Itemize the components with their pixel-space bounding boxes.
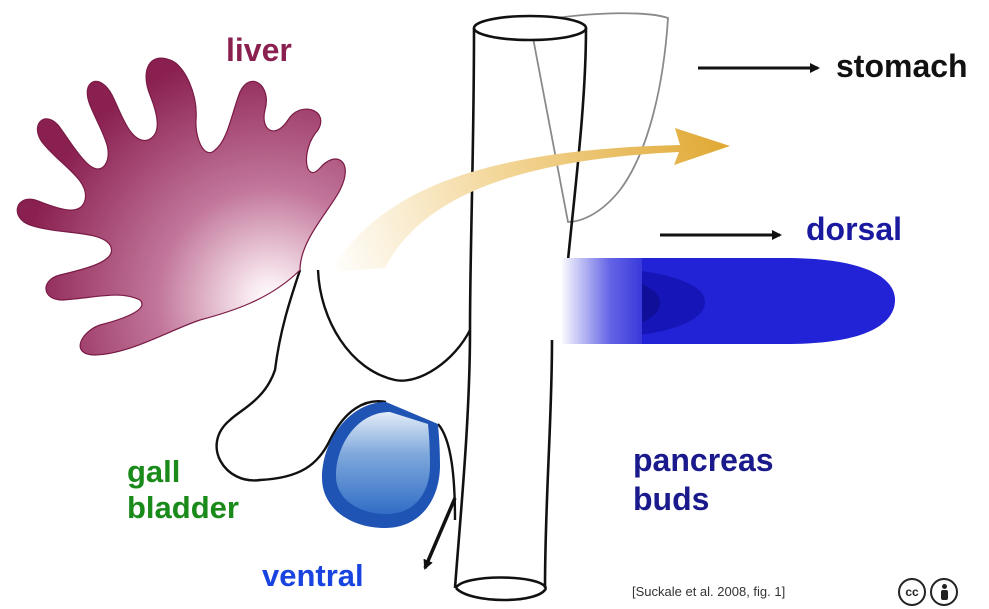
- cc-badge-text: cc: [905, 585, 918, 599]
- cc-license-icon[interactable]: cc: [898, 578, 926, 606]
- citation-text: [Suckale et al. 2008, fig. 1]: [632, 584, 785, 599]
- gall-bladder-label-line2: bladder: [127, 490, 239, 526]
- pancreas-buds-label-line2: buds: [633, 480, 774, 519]
- migration-arrow: [330, 128, 730, 272]
- liver-shape: [17, 58, 345, 355]
- pancreas-buds-label-line1: pancreas: [633, 441, 774, 480]
- dorsal-bud: [562, 258, 895, 344]
- ventral-bud: [322, 402, 440, 528]
- ventral-arrow: [425, 498, 455, 568]
- stomach-label: stomach: [836, 50, 968, 82]
- ventral-label: ventral: [262, 560, 364, 591]
- pancreas-buds-label: pancreas buds: [633, 441, 774, 519]
- dorsal-label: dorsal: [806, 213, 902, 245]
- gall-bladder-label-line1: gall: [127, 454, 239, 490]
- attribution-icon[interactable]: [930, 578, 958, 606]
- gall-bladder-label: gall bladder: [127, 454, 239, 527]
- person-icon: [939, 584, 949, 600]
- stomach-outline: [530, 13, 668, 222]
- liver-label: liver: [226, 34, 292, 66]
